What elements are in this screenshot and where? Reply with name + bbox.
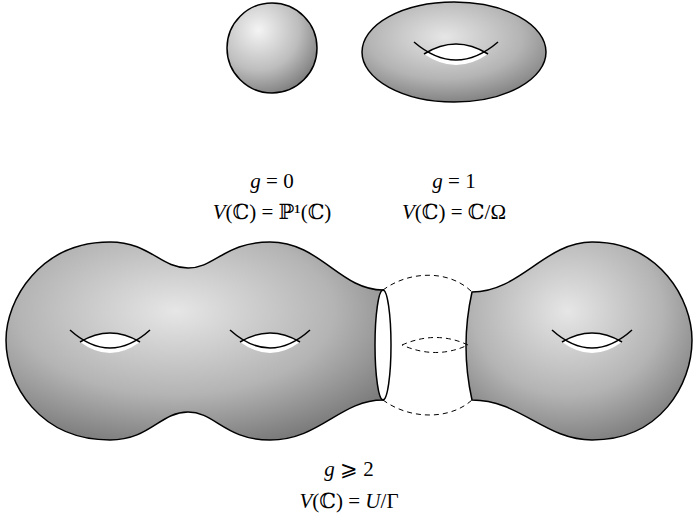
glyph <box>443 169 448 193</box>
glyph: = <box>348 489 360 513</box>
glyph: ℂ <box>308 200 325 224</box>
dashed-tube <box>383 275 472 415</box>
glyph: ( <box>415 200 422 224</box>
surface-formula: V(ℂ) = ℙ¹(ℂ) <box>213 200 332 225</box>
glyph: 2 <box>363 457 374 481</box>
glyph: / <box>381 489 387 513</box>
glyph: ℂ <box>232 200 249 224</box>
glyph: ) <box>324 200 331 224</box>
glyph: ) <box>439 200 446 224</box>
torus <box>362 2 546 102</box>
glyph: = <box>451 200 463 224</box>
glyph: Γ <box>386 489 398 513</box>
glyph <box>261 169 266 193</box>
glyph: 1 <box>465 169 476 193</box>
glyph <box>335 457 340 481</box>
glyph <box>446 200 451 224</box>
surface-formula: V(ℂ) = U/Γ <box>299 489 398 514</box>
double-torus <box>6 242 391 440</box>
glyph: ℙ <box>279 200 295 224</box>
glyph: ℂ <box>422 200 439 224</box>
glyph: V <box>402 200 415 224</box>
glyph: = <box>448 169 460 193</box>
glyph: ( <box>312 489 319 513</box>
holes <box>70 330 632 353</box>
glyph: ( <box>225 200 232 224</box>
surface-formula: V(ℂ) = ℂ/Ω <box>402 200 506 225</box>
glyph: g <box>432 169 443 193</box>
sphere <box>227 3 317 93</box>
glyph: ⩾ <box>340 457 358 481</box>
glyph: g <box>324 457 335 481</box>
glyph <box>273 200 278 224</box>
glyph: = <box>266 169 278 193</box>
glyph <box>358 457 363 481</box>
genus-label: g = 0 <box>250 169 293 194</box>
glyph <box>256 200 261 224</box>
glyph: ℂ <box>468 200 485 224</box>
glyph: V <box>213 200 226 224</box>
torus-piece <box>466 242 692 440</box>
glyph: U <box>365 489 380 513</box>
glyph: ( <box>301 200 308 224</box>
glyph <box>360 489 365 513</box>
glyph <box>343 489 348 513</box>
glyph <box>463 200 468 224</box>
glyph: g <box>250 169 261 193</box>
glyph: ) <box>336 489 343 513</box>
genus-label: g = 1 <box>432 169 475 194</box>
glyph: Ω <box>490 200 506 224</box>
glyph: V <box>299 489 312 513</box>
glyph <box>460 169 465 193</box>
genus-label: g ⩾ 2 <box>324 457 374 482</box>
glyph: / <box>485 200 491 224</box>
glyph: ℂ <box>319 489 336 513</box>
glyph <box>278 169 283 193</box>
glyph: ) <box>249 200 256 224</box>
glyph: = <box>261 200 273 224</box>
glyph: 0 <box>283 169 294 193</box>
glyph: ¹ <box>294 200 300 224</box>
